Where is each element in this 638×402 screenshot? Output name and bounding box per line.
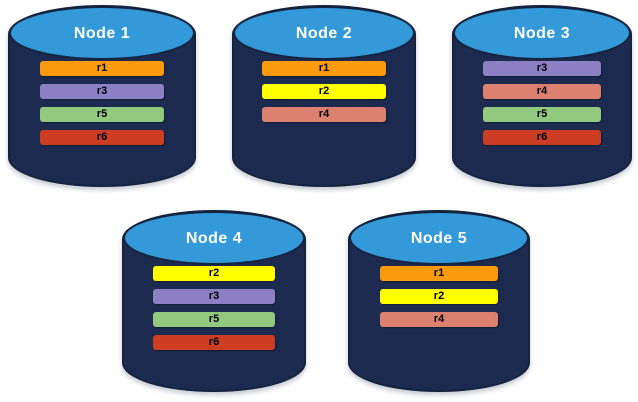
replica-bar-r6[interactable]: r6 [483, 130, 601, 145]
replica-bar-r3[interactable]: r3 [153, 289, 275, 304]
replica-bar-r2[interactable]: r2 [153, 266, 275, 281]
replica-bar-r1[interactable]: r1 [40, 61, 164, 76]
replica-bar-r3[interactable]: r3 [40, 84, 164, 99]
replica-bar-r5[interactable]: r5 [40, 107, 164, 122]
replica-bar-r4[interactable]: r4 [483, 84, 601, 99]
replica-bar-r4[interactable]: r4 [380, 312, 498, 327]
replica-bar-r2[interactable]: r2 [380, 289, 498, 304]
cylinder-top-ellipse [123, 211, 305, 265]
replica-bar-r4[interactable]: r4 [262, 107, 386, 122]
replica-bar-r1[interactable]: r1 [262, 61, 386, 76]
cylinder-top-ellipse [233, 6, 415, 60]
replica-list: r2 r3 r5 r6 [122, 266, 306, 350]
replica-list: r1 r2 r4 [232, 61, 416, 122]
replica-bar-r5[interactable]: r5 [483, 107, 601, 122]
replica-list: r3 r4 r5 r6 [452, 61, 632, 145]
replica-bar-r6[interactable]: r6 [40, 130, 164, 145]
replica-list: r1 r2 r4 [348, 266, 530, 327]
cylinder-top-ellipse [9, 6, 195, 60]
replica-list: r1 r3 r5 r6 [8, 61, 196, 145]
replica-bar-r2[interactable]: r2 [262, 84, 386, 99]
cylinder-top-ellipse [453, 6, 631, 60]
replica-bar-r3[interactable]: r3 [483, 61, 601, 76]
replica-bar-r1[interactable]: r1 [380, 266, 498, 281]
replica-bar-r5[interactable]: r5 [153, 312, 275, 327]
cylinder-top-ellipse [349, 211, 529, 265]
replica-bar-r6[interactable]: r6 [153, 335, 275, 350]
